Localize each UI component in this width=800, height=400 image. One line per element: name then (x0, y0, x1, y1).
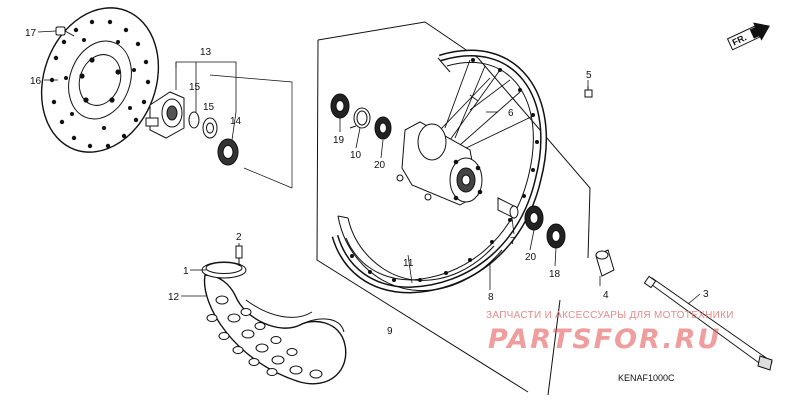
watermark-site: PARTSFOR.RU (488, 324, 721, 355)
callout-label: 3 (703, 289, 709, 300)
retainer-washers (188, 111, 218, 139)
assembly-frame (316, 21, 591, 396)
callout-label: 5 (586, 70, 592, 81)
callout-label: 6 (508, 108, 514, 119)
callout-label: 11 (403, 258, 414, 269)
callout-label: 4 (603, 290, 609, 301)
inner-tube (201, 261, 247, 279)
leader-lines (37, 30, 701, 305)
callout-label: 15 (203, 102, 215, 113)
front-axle (643, 275, 773, 371)
diagram-code: KENAF1000C (618, 373, 675, 383)
callout-label: 20 (525, 252, 537, 263)
spokes (439, 59, 534, 151)
speedometer-gearbox (145, 91, 185, 139)
front-direction-indicator: FR. (726, 22, 770, 51)
callout-label: 12 (168, 292, 180, 303)
callout-label: 10 (350, 150, 362, 161)
watermark-tagline: ЗАПЧАСТИ И АКСЕССУАРЫ ДЛЯ МОТОТЕХНИКИ (486, 310, 734, 321)
bearing-right (524, 205, 544, 231)
watermark: ЗАПЧАСТИ И АКСЕССУАРЫ ДЛЯ МОТОТЕХНИКИ PA… (486, 310, 734, 355)
brake-disc (40, 7, 160, 153)
callout-label: 7 (510, 236, 516, 247)
callout-label: 16 (30, 76, 42, 87)
wheel-rim (331, 49, 548, 294)
callout-label: 17 (25, 28, 37, 39)
callout-label: 20 (374, 160, 386, 171)
callout-label: 8 (488, 292, 494, 303)
callout-label: 14 (230, 116, 242, 127)
bearing-inner-left (374, 116, 392, 140)
extension-lines-left (209, 74, 293, 189)
rim-band (337, 215, 503, 292)
dust-seal (546, 223, 566, 249)
speedometer-gear (217, 138, 239, 166)
tire (203, 274, 347, 385)
callout-label: 18 (549, 269, 561, 280)
callout-label: 19 (333, 135, 345, 146)
wheel-hub (396, 121, 483, 206)
circlip (349, 107, 371, 129)
side-collar (595, 249, 615, 277)
callout-label: 2 (236, 232, 242, 243)
callout-label: 1 (183, 266, 189, 277)
callout-label: 9 (387, 326, 393, 337)
distance-collar (497, 197, 519, 219)
bearing-left (330, 93, 350, 119)
callout-bracket-13 (175, 61, 237, 112)
callout-labels: 1 2 3 4 5 6 7 8 9 10 11 12 13 14 15 15 1… (25, 28, 709, 337)
callout-label: 13 (200, 47, 212, 58)
valve-nut (584, 86, 593, 98)
callout-label: 15 (189, 82, 201, 93)
